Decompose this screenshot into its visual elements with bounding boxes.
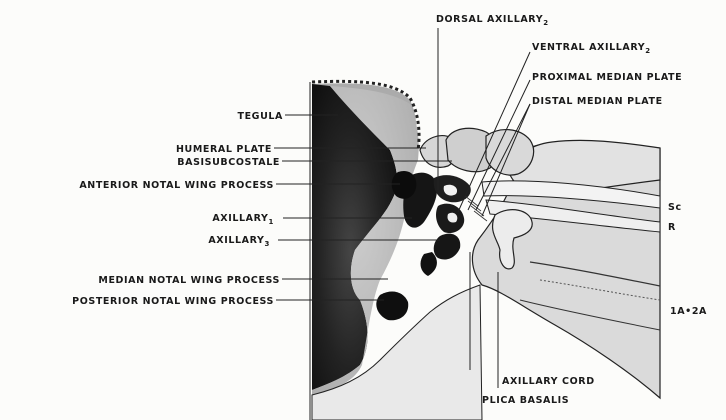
- axillary-3-shape: [434, 234, 461, 260]
- label-vein-sc: Sc: [668, 202, 682, 213]
- label-humeral-plate: HUMERAL PLATE: [176, 144, 272, 155]
- label-plica-basalis: PLICA BASALIS: [482, 395, 569, 406]
- anterior-notal-process-shape: [392, 171, 417, 199]
- label-basisubcostale: BASISUBCOSTALE: [177, 157, 280, 168]
- label-median-notal-wing-process: MEDIAN NOTAL WING PROCESS: [98, 275, 280, 286]
- label-vein-r: R: [668, 222, 676, 233]
- label-axillary-3-base: AXILLARY: [208, 235, 264, 246]
- label-posterior-notal-wing-process: POSTERIOR NOTAL WING PROCESS: [72, 296, 274, 307]
- label-dorsal-axillary-2: DORSAL AXILLARY2: [436, 14, 549, 27]
- label-vein-1a-2a: 1A•2A: [670, 306, 707, 317]
- label-axillary-cord: AXILLARY CORD: [502, 376, 595, 387]
- label-ventral-axillary-2-base: VENTRAL AXILLARY: [532, 42, 645, 53]
- label-dorsal-axillary-2-sub: 2: [543, 19, 548, 27]
- label-distal-median-plate: DISTAL MEDIAN PLATE: [532, 96, 663, 107]
- label-axillary-3-sub: 3: [265, 240, 270, 248]
- label-proximal-median-plate: PROXIMAL MEDIAN PLATE: [532, 72, 682, 83]
- label-ventral-axillary-2: VENTRAL AXILLARY2: [532, 42, 651, 55]
- label-anterior-notal-wing-process: ANTERIOR NOTAL WING PROCESS: [79, 180, 274, 191]
- label-ventral-axillary-2-sub: 2: [645, 47, 650, 55]
- label-axillary-3: AXILLARY3: [208, 235, 270, 248]
- label-axillary-1-base: AXILLARY: [212, 213, 268, 224]
- label-dorsal-axillary-2-base: DORSAL AXILLARY: [436, 14, 543, 25]
- axillary-3-tail: [421, 252, 437, 276]
- posterior-notal-process-shape: [376, 291, 408, 320]
- label-axillary-1: AXILLARY1: [212, 213, 274, 226]
- label-axillary-1-sub: 1: [269, 218, 274, 226]
- label-tegula: TEGULA: [238, 111, 284, 122]
